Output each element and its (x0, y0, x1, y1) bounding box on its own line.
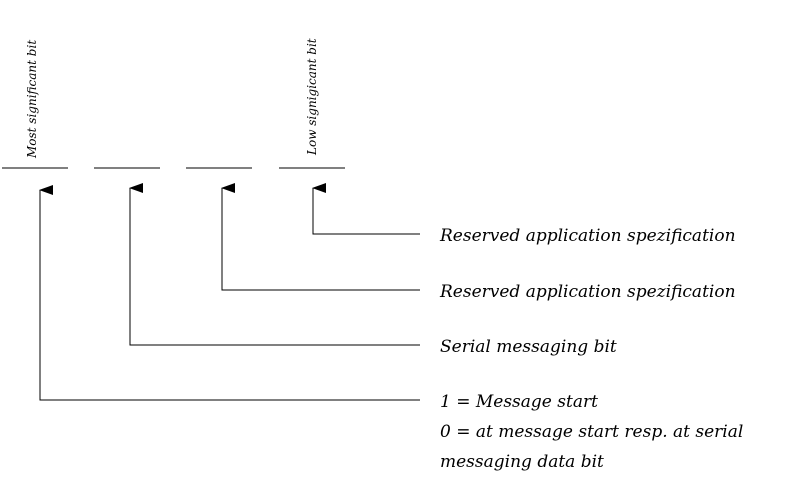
bit0-description: Reserved application spezification (439, 226, 736, 246)
most-significant-bit-label: Most significant bit (25, 40, 39, 159)
leader-arrow-bit3 (39, 185, 420, 401)
leader-arrow-bit2 (129, 183, 420, 346)
bit3-description-line2: 0 = at message start resp. at serial (440, 422, 743, 442)
leader-arrow-bit1 (221, 183, 420, 291)
bit3-description-line3: messaging data bit (440, 452, 604, 472)
bit3-description-line1: 1 = Message start (440, 392, 598, 412)
low-significant-bit-label: Low signigicant bit (305, 38, 319, 156)
bit2-description: Serial messaging bit (440, 337, 617, 357)
leader-arrow-bit0 (312, 183, 420, 235)
bit1-description: Reserved application spezification (439, 282, 736, 302)
